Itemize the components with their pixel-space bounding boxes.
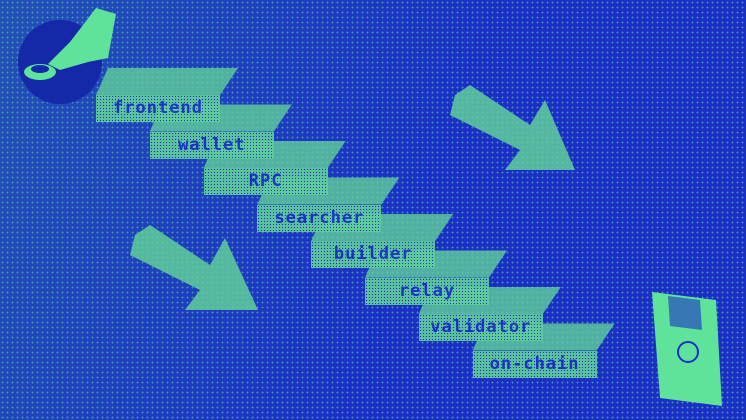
hand-pressing-button-icon	[18, 8, 116, 104]
step-builder: builder	[311, 241, 436, 268]
step-label: on-chain	[472, 350, 597, 378]
step-label: validator	[418, 314, 543, 341]
step-relay: relay	[365, 277, 489, 305]
step-validator: validator	[418, 314, 543, 341]
step-label: frontend	[96, 95, 220, 122]
step-frontend: frontend	[96, 95, 220, 122]
step-label: relay	[365, 277, 489, 305]
step-on-chain: on-chain	[472, 350, 597, 378]
arrow-icon	[130, 225, 258, 310]
step-label: builder	[311, 241, 436, 268]
step-label: searcher	[257, 204, 382, 232]
step-rpc: RPC	[203, 168, 328, 195]
step-top-face	[96, 68, 238, 95]
step-wallet: wallet	[149, 131, 274, 159]
step-searcher: searcher	[257, 204, 382, 232]
step-label: RPC	[203, 168, 328, 195]
step-label: wallet	[149, 131, 274, 159]
arrow-icon	[450, 85, 575, 170]
floppy-disk-icon	[652, 292, 722, 406]
